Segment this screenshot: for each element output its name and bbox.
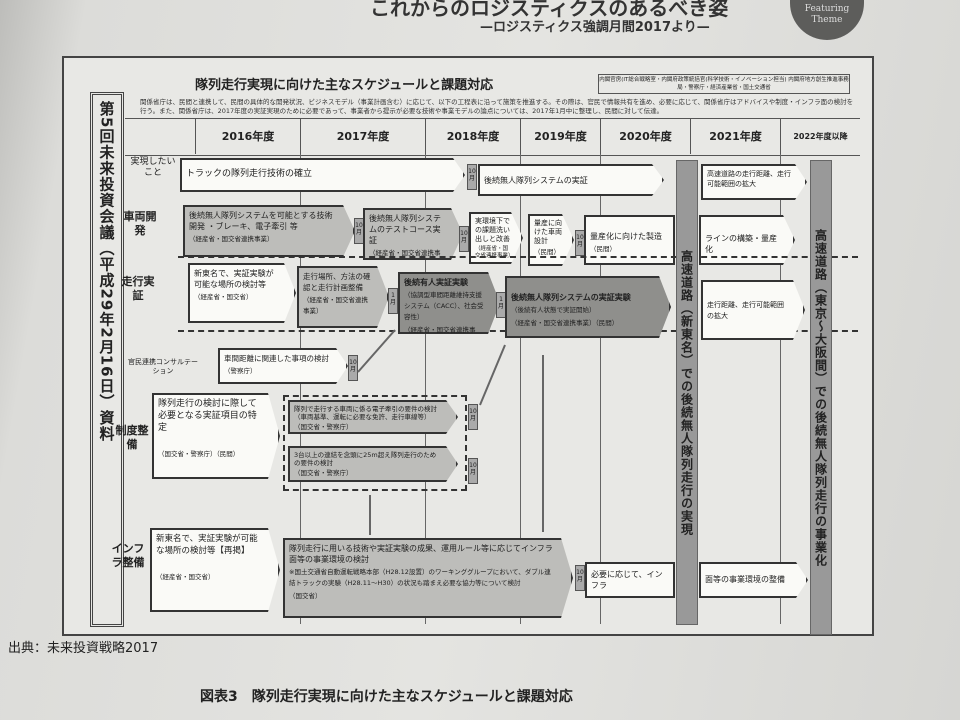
infra-box-a: 新東名で、実証実験が可能な場所の検討等【再掲】 （経産省・国交省）: [150, 528, 280, 612]
box-text: 実環境下での課題洗い出しと改善: [475, 217, 510, 243]
row-label-system: 制度整備: [115, 424, 149, 451]
system-dashed-region: [283, 395, 467, 491]
infra-box-c-part1: 必要に応じて、インフラ: [585, 562, 675, 598]
box-text: 後続無人隊列システムを可能とする技術開発 ・ブレーキ、電子牽引 等: [189, 211, 333, 231]
box-text: 量産化に向けた製造: [590, 232, 662, 241]
box-org: （国交省・警察庁）: [294, 469, 353, 477]
goal-box-a: トラックの隊列走行技術の確立: [180, 158, 465, 192]
trial-box-a: 新東名で、実証実験が可能な場所の検討等 （経産省・国交省）: [188, 263, 296, 323]
infra-box-b: 隊列走行に用いる技術や実証実験の成果、運用ルール等に応じてインフラ面等の事業環境…: [283, 538, 573, 618]
trial-box-e: 走行距離、走行可能範囲の拡大: [701, 280, 805, 340]
goal-box-b: 後続無人隊列システムの実証: [478, 164, 664, 196]
box-text: 隊列で走行する車両に係る電子牽引の要件の検討（車両基準、運転に必要な免許、走行車…: [294, 405, 437, 421]
box-org: （警察庁）: [224, 367, 257, 375]
box-org: （民間）: [534, 248, 560, 256]
box-org: （国交省・警察庁）: [294, 423, 353, 431]
box-org: （経産省・国交省）: [156, 573, 215, 581]
box-text: 後続無人隊列システムのテストコース実証: [369, 214, 441, 245]
row-label-goal: 実現したいこと: [130, 157, 176, 178]
box-org: （経産省・国交省）: [194, 293, 253, 301]
month-marker: 10月: [575, 565, 585, 591]
milestone-bar-shintomei: 高速道路（新東名）での後続無人隊列走行の実現: [676, 160, 698, 625]
box-org: （民間）: [590, 245, 616, 253]
badge-text: Featuring Theme: [804, 4, 850, 25]
box-org: （国交省）: [289, 592, 322, 600]
year-2020: 2020年度: [600, 118, 690, 154]
month-marker: 10月: [468, 458, 478, 484]
system-box-a: 隊列走行の検討に際して必要となる実証項目の特定 （国交省・警察庁）（民間）: [152, 393, 280, 479]
row-label-trial: 走行実証: [121, 275, 155, 302]
trial-box-b: 走行場所、方法の確認と走行計画整備 （経産省・国交省連携事業）: [297, 266, 389, 328]
box-org: （経産省・国交省連携事業）: [189, 235, 274, 243]
box-org: （国交省・警察庁）（民間）: [158, 450, 240, 458]
grid-line: [780, 154, 781, 624]
box-org: （経産省・国交省連携事業）: [303, 296, 368, 315]
grid-line: [600, 154, 601, 624]
source-note: 出典：未来投資戦略2017: [8, 641, 159, 656]
year-2022: 2022年度以降: [780, 118, 860, 154]
month-marker: 10月: [348, 355, 358, 381]
caption-number: 図表3: [200, 689, 238, 705]
month-marker: 10月: [467, 164, 477, 190]
infra-box-c-part2: 面等の事業環境の整備: [699, 562, 808, 598]
system-box-c: 3台以上の連結を念頭に25m超え隊列走行のための要件の検討 （国交省・警察庁）: [288, 446, 458, 482]
box-text: 新東名で、実証実験が可能な場所の検討等【再掲】: [156, 534, 258, 556]
side-label: 第5回未来投資会議（平成29年2月16日）資料: [90, 92, 124, 627]
row-label-vehicle: 車両開発: [123, 210, 157, 237]
year-2017: 2017年度: [300, 118, 425, 154]
year-2019: 2019年度: [520, 118, 600, 154]
box-text: 隊列走行の検討に際して必要となる実証項目の特定: [158, 399, 257, 433]
trial-box-d: 後続無人隊列システムの実証実験 （後続有人状態で実証開始） （経産省・国交省連携事業…: [505, 276, 671, 338]
page-header-title: これからのロジスティクスのあるべき姿: [370, 0, 729, 20]
box-text: 隊列走行に用いる技術や実証実験の成果、運用ルール等に応じてインフラ面等の事業環境…: [289, 544, 553, 564]
year-2016: 2016年度: [195, 118, 300, 154]
month-marker: 10月: [468, 404, 478, 430]
milestone-bar-tokyo-osaka: 高速道路（東京～大阪間）での後続無人隊列走行の事業化: [810, 160, 832, 635]
box-org: （経産省・国交省連携事業）（民間）: [511, 319, 619, 327]
page-header-subtitle: —ロジスティクス強調月間2017より—: [480, 20, 710, 35]
grid-line: [425, 154, 426, 624]
caption-text: 隊列走行実現に向けた主なスケジュールと課題対応: [251, 689, 573, 705]
year-2018: 2018年度: [425, 118, 520, 154]
box-sub: （後続有人状態で実証開始）: [511, 306, 596, 314]
arrow-system-to-trial: [479, 344, 506, 406]
box-text: 後続有人実証実験: [404, 278, 468, 287]
year-2021: 2021年度: [690, 118, 780, 154]
diagram-note: 関係省庁は、民間と連携して、民間の具体的な開発状況、ビジネスモデル（事業計画含む…: [140, 98, 854, 115]
row-label-consult: 官民連携コンサルテーション: [128, 358, 198, 375]
trial-box-c: 後続有人実証実験（協調型車間距離維持支援システム（CACC）、社会受容性）（経産…: [398, 272, 500, 334]
box-text: 量産に向けた車両設計: [534, 219, 562, 245]
consult-box-a: 車間距離に関連した事項の検討 （警察庁）: [218, 348, 348, 384]
diagram-title: 隊列走行実現に向けた主なスケジュールと課題対応: [195, 78, 494, 93]
box-text: 3台以上の連結を念頭に25m超え隊列走行のための要件の検討: [294, 451, 437, 467]
grid-line: [300, 154, 301, 624]
month-marker: 10月: [459, 226, 469, 252]
month-marker: 1月: [388, 288, 398, 314]
box-note: ※国土交通省自動運転戦略本部（H28.12設置）のワーキンググループにおいて、ダ…: [289, 568, 551, 587]
box-text: 走行場所、方法の確認と走行計画整備: [303, 272, 371, 292]
goal-box-c: 高速道路の走行距離、走行可能範囲の拡大: [701, 164, 807, 200]
row-label-infra: インフラ整備: [111, 542, 145, 569]
grid-line: [520, 154, 521, 624]
box-text: 新東名で、実証実験が可能な場所の検討等: [194, 269, 274, 289]
ministries-box: 内閣官房(IT総合戦略室・内閣府政策統括官(科学技術・イノベーション担当) 内閣…: [598, 74, 850, 94]
box-text: 車間距離に関連した事項の検討: [224, 354, 329, 363]
figure-caption: 図表3 隊列走行実現に向けた主なスケジュールと課題対応: [200, 686, 573, 706]
box-sub: （協調型車間距離維持支援システム（CACC）、社会受容性）: [404, 291, 484, 321]
year-header-row: [125, 118, 860, 156]
arrow-consult-to-trial: [357, 329, 396, 373]
system-box-b: 隊列で走行する車両に係る電子牽引の要件の検討（車両基準、運転に必要な免許、走行車…: [288, 400, 458, 434]
box-text: 後続無人隊列システムの実証実験: [511, 293, 631, 302]
